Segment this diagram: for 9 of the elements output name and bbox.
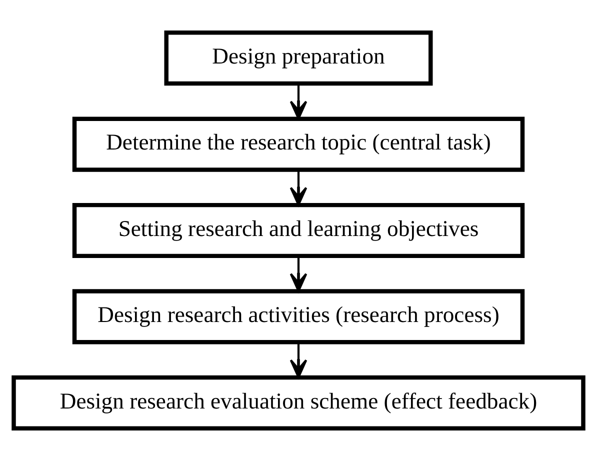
arrow <box>290 256 308 292</box>
arrow <box>290 84 308 120</box>
node-box: Design research activities (research process) <box>72 289 525 344</box>
arrow <box>290 342 308 378</box>
node-box: Determine the research topic (central task) <box>72 116 525 172</box>
node-box: Design preparation <box>164 30 433 86</box>
node-box: Design research evaluation scheme (effect feedback) <box>12 375 586 430</box>
node-box: Setting research and learning objectives <box>72 202 525 258</box>
arrow <box>290 170 308 206</box>
